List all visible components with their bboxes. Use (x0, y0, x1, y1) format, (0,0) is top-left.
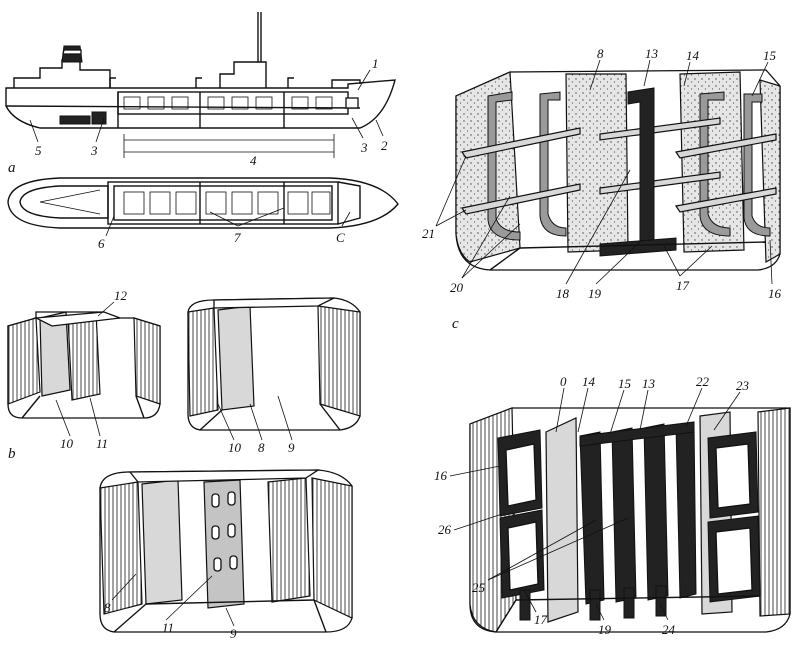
label-9: 9 (288, 440, 295, 455)
label-10: 10 (60, 436, 74, 451)
section-c-1: 8 13 14 15 21 20 18 19 17 16 c (422, 46, 782, 332)
label-19: 19 (588, 286, 602, 301)
label-20: 20 (450, 280, 464, 295)
label-13: 13 (645, 46, 659, 61)
label-16: 16 (434, 468, 448, 483)
label-10: 10 (228, 440, 242, 455)
label-1: 1 (372, 56, 379, 71)
lightening-holes (211, 491, 238, 572)
label-9: 9 (230, 626, 237, 641)
label-16: 16 (768, 286, 782, 301)
panel-label-c: c (452, 316, 459, 332)
label-14: 14 (686, 48, 700, 63)
floor-stiffeners (519, 585, 667, 621)
label-6: 6 (98, 236, 105, 251)
label-13: 13 (642, 376, 656, 391)
label-11: 11 (96, 436, 108, 451)
label-8: 8 (597, 46, 604, 61)
label-c: C (336, 230, 345, 245)
web-frames (497, 429, 761, 603)
label-8: 8 (258, 440, 265, 455)
plan-hatches (123, 191, 331, 215)
label-7: 7 (234, 230, 241, 245)
label-15: 15 (618, 376, 632, 391)
label-26: 26 (438, 522, 452, 537)
section-b-1: 12 10 11 (7, 288, 161, 451)
label-4: 4 (250, 153, 257, 168)
label-19: 19 (598, 622, 612, 637)
section-b-2: 10 8 9 (187, 297, 361, 455)
label-5: 5 (35, 143, 42, 158)
label-18: 18 (556, 286, 570, 301)
ship-plan: 6 7 C (7, 177, 399, 251)
label-11: 11 (162, 620, 174, 635)
section-c-2: 0 14 15 13 22 23 16 26 25 17 19 24 (434, 374, 791, 637)
label-17: 17 (534, 612, 548, 627)
label-21: 21 (422, 226, 435, 241)
label-24: 24 (662, 622, 676, 637)
label-2: 2 (381, 138, 388, 153)
label-8: 8 (104, 600, 111, 615)
panel-label-b: b (8, 446, 16, 462)
longitudinals (461, 117, 777, 215)
label-12: 12 (114, 288, 128, 303)
label-25: 25 (472, 580, 486, 595)
label-0: 0 (560, 374, 567, 389)
ship-profile: 1 2 3 3 4 5 a (5, 12, 396, 176)
label-3: 3 (90, 143, 98, 158)
panel-label-a: a (8, 160, 16, 176)
label-17: 17 (676, 278, 690, 293)
hold-windows (123, 96, 333, 110)
label-14: 14 (582, 374, 596, 389)
label-22: 22 (696, 374, 710, 389)
section-b-3: 8 11 9 (99, 469, 353, 641)
label-3: 3 (360, 140, 368, 155)
label-15: 15 (763, 48, 777, 63)
label-23: 23 (736, 378, 750, 393)
